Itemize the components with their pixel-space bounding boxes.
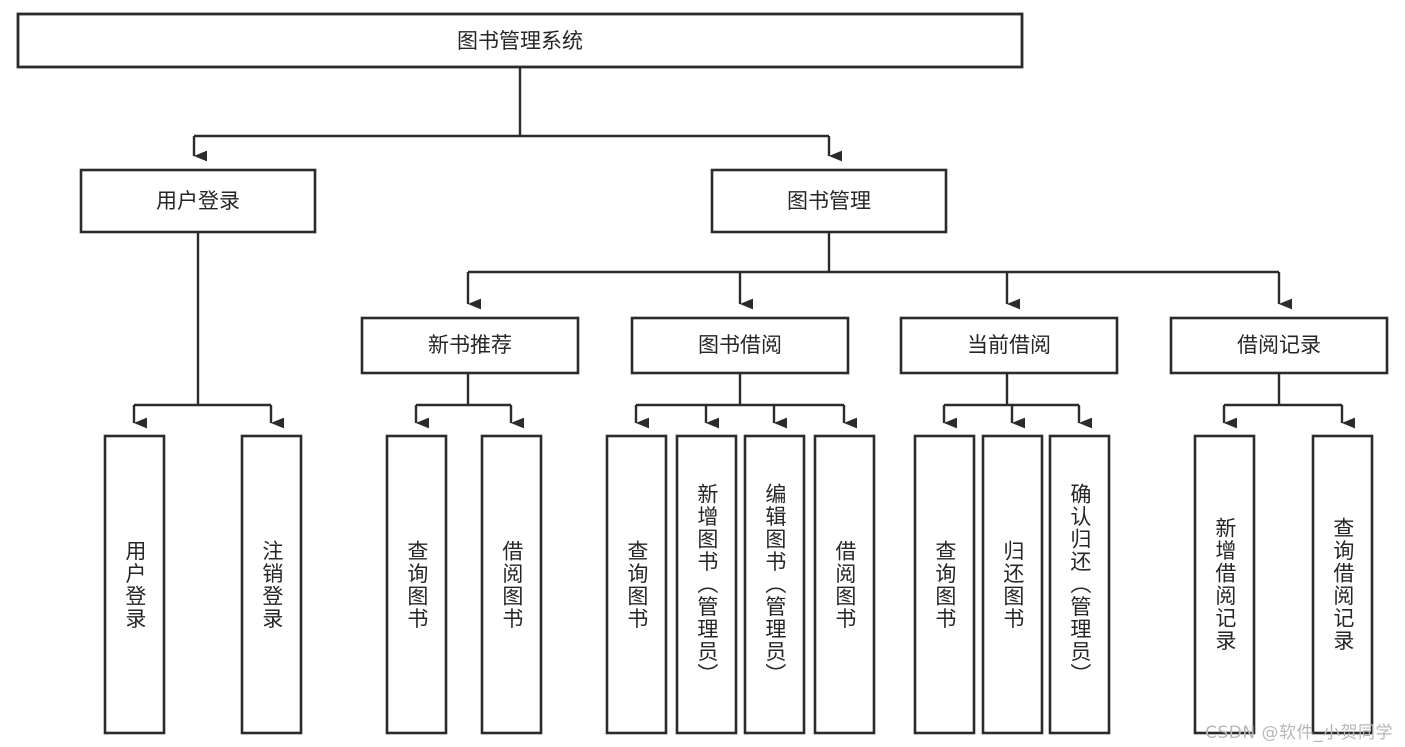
node-new-book-rec-box[interactable] [360,316,580,375]
node-leaf-query-book-2-box[interactable] [605,434,668,735]
node-leaf-confirm-return-box[interactable] [1048,434,1111,735]
node-new-book-rec-label: 新书推荐 [428,333,512,357]
node-book-manage[interactable]: 图书管理 [710,168,948,234]
node-leaf-return-book-box[interactable] [981,434,1044,735]
node-book-borrow-box[interactable] [630,316,850,375]
node-book-manage-box[interactable] [710,168,948,234]
node-leaf-query-book-3-box[interactable] [913,434,976,735]
node-current-borrow-label: 当前借阅 [967,333,1051,357]
node-borrow-record-label: 借阅记录 [1237,333,1321,357]
connector-newbookrec-to-leaves [414,373,524,429]
node-book-borrow-label: 图书借阅 [698,333,782,357]
node-new-book-rec[interactable]: 新书推荐 [360,316,580,375]
csdn-watermark: CSDN @软件_小贺同学 [1205,723,1393,743]
node-leaf-edit-book-box[interactable] [743,434,806,735]
connector-currentborrow-to-leaves [942,373,1092,429]
node-leaf-borrow-book-2-box[interactable] [813,434,876,735]
node-current-borrow[interactable]: 当前借阅 [899,316,1119,375]
connector-borrowrecord-to-leaves [1222,373,1355,429]
connector-bookborrow-to-leaves [634,373,857,429]
node-user-login-label: 用户登录 [156,189,240,213]
node-leaf-user-login-box[interactable] [103,434,166,735]
node-book-borrow[interactable]: 图书借阅 [630,316,850,375]
node-leaf-add-record-box[interactable] [1193,434,1256,735]
node-borrow-record-box[interactable] [1169,316,1389,375]
node-current-borrow-box[interactable] [899,316,1119,375]
node-root-label: 图书管理系统 [457,29,583,53]
node-user-login[interactable]: 用户登录 [79,168,317,234]
node-book-manage-label: 图书管理 [787,189,871,213]
leaf-boxes [103,434,1374,735]
node-leaf-borrow-book-1-box[interactable] [480,434,543,735]
node-leaf-logout-box[interactable] [240,434,303,735]
connector-root-to-level2 [192,67,842,162]
node-root[interactable]: 图书管理系统 [16,12,1024,69]
node-borrow-record[interactable]: 借阅记录 [1169,316,1389,375]
node-leaf-add-book-box[interactable] [675,434,738,735]
connector-userlogin-to-leaves [132,232,284,429]
node-user-login-box[interactable] [79,168,317,234]
node-leaf-query-record-box[interactable] [1311,434,1374,735]
connector-bookmanage-to-level3 [466,232,1292,310]
node-root-box[interactable] [16,12,1024,69]
node-leaf-query-book-1-box[interactable] [385,434,448,735]
